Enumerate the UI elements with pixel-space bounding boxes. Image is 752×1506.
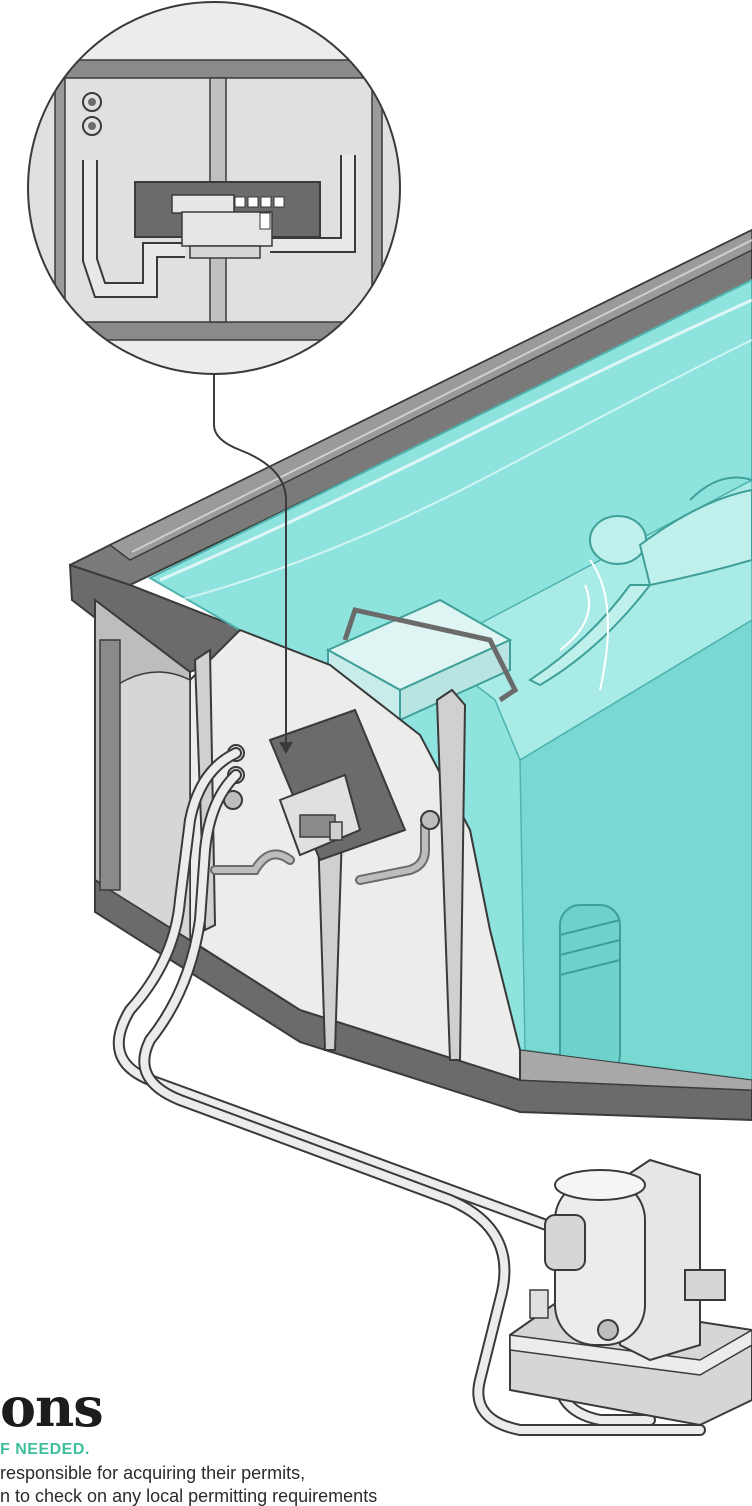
zoom-callout bbox=[20, 2, 440, 374]
section-heading: ons bbox=[0, 1378, 103, 1436]
section-subheading: F NEEDED. bbox=[0, 1441, 90, 1459]
body-text-line: n to check on any local permitting requi… bbox=[0, 1486, 377, 1506]
pool-equipment-illustration bbox=[0, 0, 752, 1452]
compressor-unit bbox=[510, 1160, 752, 1425]
body-text-line: responsible for acquiring their permits, bbox=[0, 1463, 305, 1483]
